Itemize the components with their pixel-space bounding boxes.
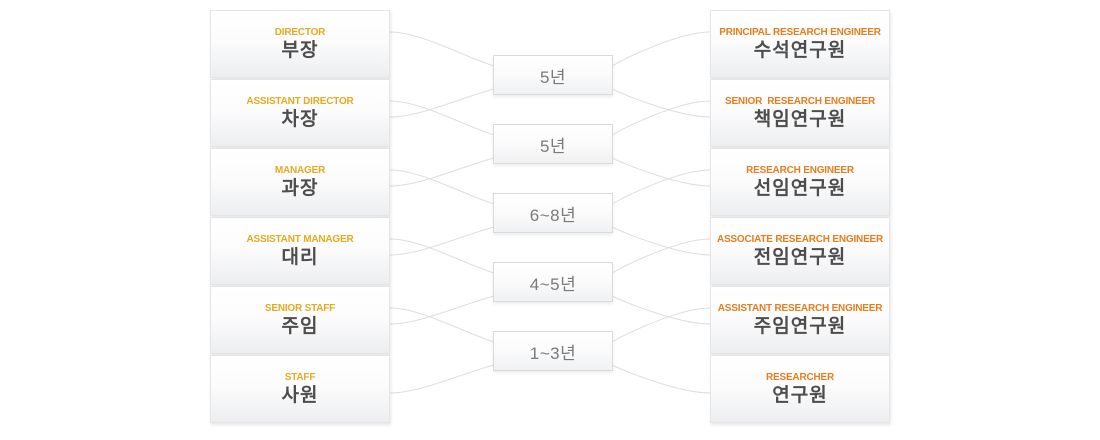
position-title-en: RESEARCH ENGINEER: [746, 164, 854, 176]
connector-line: [389, 100, 495, 136]
position-title-en: MANAGER: [274, 164, 326, 176]
position-title-en: ASSISTANT DIRECTOR: [246, 95, 354, 107]
connector-line: [389, 307, 495, 343]
connector-line: [611, 100, 711, 136]
years-box-3: 4~5년: [493, 262, 613, 302]
position-title-en: DIRECTOR: [274, 26, 326, 38]
position-title-ko: 주임연구원: [753, 315, 847, 337]
position-title-ko: 주임: [281, 315, 319, 337]
years-label: 6~8년: [529, 205, 577, 225]
position-title-en: ASSISTANT MANAGER: [246, 233, 354, 245]
position-title-ko: 사원: [281, 384, 319, 406]
position-title-ko: 전임연구원: [753, 246, 847, 268]
position-title-ko: 수석연구원: [753, 39, 847, 61]
connector-line: [389, 88, 495, 118]
connector-line: [611, 169, 711, 205]
connector-line: [389, 226, 495, 256]
position-title-en: PRINCIPAL RESEARCH ENGINEER: [719, 26, 881, 38]
years-box-1: 5년: [493, 124, 613, 164]
position-title-en: SENIOR STAFF: [264, 302, 336, 314]
connector-line: [611, 31, 711, 67]
years-label: 5년: [539, 67, 567, 87]
position-title-en: RESEARCHER: [765, 371, 834, 383]
connector-line: [389, 295, 495, 325]
years-label: 4~5년: [529, 274, 577, 294]
connector-line: [611, 157, 711, 187]
position-title-en: ASSOCIATE RESEARCH ENGINEER: [716, 233, 884, 245]
years-label: 5년: [539, 136, 567, 156]
years-box-2: 6~8년: [493, 193, 613, 233]
position-title-ko: 부장: [281, 39, 319, 61]
connector-line: [611, 295, 711, 325]
position-title-ko: 연구원: [772, 384, 828, 406]
position-title-ko: 차장: [281, 108, 319, 130]
connector-line: [611, 307, 711, 343]
years-label: 1~3년: [529, 343, 577, 363]
connector-line: [611, 226, 711, 256]
position-title-en: STAFF: [284, 371, 316, 383]
position-title-ko: 대리: [281, 246, 319, 268]
position-title-en: SENIOR RESEARCH ENGINEER: [724, 95, 876, 107]
connector-line: [389, 31, 495, 67]
years-box-4: 1~3년: [493, 331, 613, 371]
years-box-0: 5년: [493, 55, 613, 95]
connector-line: [611, 88, 711, 118]
connector-line: [389, 364, 495, 394]
connector-line: [389, 157, 495, 187]
position-title-ko: 과장: [281, 177, 319, 199]
position-title-ko: 책임연구원: [753, 108, 847, 130]
connector-line: [389, 169, 495, 205]
position-title-ko: 선임연구원: [753, 177, 847, 199]
position-title-en: ASSISTANT RESEARCH ENGINEER: [717, 302, 883, 314]
connector-line: [389, 238, 495, 274]
connector-line: [611, 238, 711, 274]
connector-line: [611, 364, 711, 394]
